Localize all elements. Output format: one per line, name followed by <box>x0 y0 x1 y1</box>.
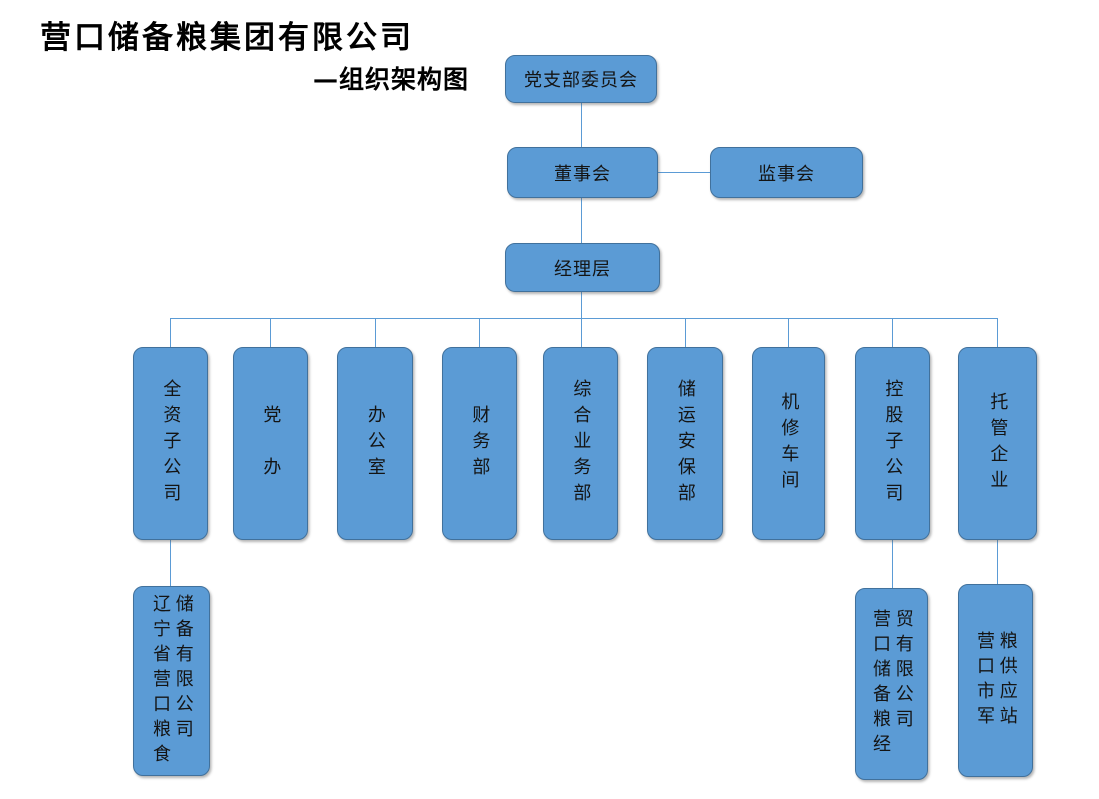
connector-line <box>685 318 686 347</box>
node-wholly-owned-subsidiary: 全资子公司 <box>133 347 208 540</box>
connector-line <box>170 540 171 586</box>
connector-line <box>892 540 893 588</box>
node-label: 党支部委员会 <box>524 70 638 91</box>
node-label: 董事会 <box>554 163 611 185</box>
node-general-office: 办公室 <box>337 347 413 540</box>
node-label-column: 贸有限公司 <box>892 609 914 734</box>
node-label-column: 营口储备粮经 <box>870 609 891 759</box>
connector-line <box>170 318 998 319</box>
node-yingkou-reserve-grain-trade-co: 营口储备粮经 贸有限公司 <box>855 588 928 780</box>
node-label-column: 营口市军 <box>974 630 995 731</box>
page-title: 营口储备粮集团有限公司 <box>40 20 414 56</box>
node-holding-subsidiary: 控股子公司 <box>855 347 930 540</box>
connector-line <box>997 318 998 347</box>
node-party-office: 党 办 <box>233 347 308 540</box>
node-label-column: 粮供应站 <box>996 630 1018 731</box>
connector-line <box>997 540 998 584</box>
node-label: 财务部 <box>469 404 491 483</box>
node-label: 党 办 <box>260 404 282 483</box>
node-machine-repair-workshop: 机修车间 <box>752 347 825 540</box>
connector-line <box>581 198 582 243</box>
node-board-of-supervisors: 监事会 <box>710 147 863 198</box>
node-label-column: 辽宁省营口粮食 <box>150 593 171 769</box>
connector-line <box>581 103 582 147</box>
connector-line <box>581 292 582 318</box>
node-board-of-directors: 董事会 <box>507 147 658 198</box>
node-storage-transport-security-department: 储运安保部 <box>647 347 723 540</box>
connector-line <box>170 318 171 347</box>
connector-line <box>375 318 376 347</box>
node-label: 储运安保部 <box>674 378 696 509</box>
node-label: 辽宁省营口粮食 储备有限公司 <box>150 593 194 769</box>
connector-line <box>270 318 271 347</box>
node-finance-department: 财务部 <box>442 347 517 540</box>
node-label: 监事会 <box>758 163 815 185</box>
node-label: 控股子公司 <box>882 378 904 509</box>
page-subtitle: —组织架构图 <box>313 65 470 94</box>
connector-line <box>788 318 789 347</box>
node-liaoning-yingkou-grain-reserve-co: 辽宁省营口粮食 储备有限公司 <box>133 586 210 776</box>
node-management-level: 经理层 <box>505 243 660 292</box>
node-label: 综合业务部 <box>570 378 592 509</box>
node-label: 办公室 <box>364 404 386 483</box>
node-party-branch-committee: 党支部委员会 <box>505 55 657 103</box>
node-comprehensive-business-department: 综合业务部 <box>543 347 618 540</box>
node-label: 营口市军 粮供应站 <box>974 630 1018 731</box>
node-label: 营口储备粮经 贸有限公司 <box>870 609 914 759</box>
connector-line <box>892 318 893 347</box>
node-label: 全资子公司 <box>160 378 182 509</box>
node-yingkou-military-grain-supply-station: 营口市军 粮供应站 <box>958 584 1033 777</box>
node-label: 托管企业 <box>987 391 1009 496</box>
connector-line <box>658 172 710 173</box>
node-label: 经理层 <box>554 258 611 280</box>
node-label: 机修车间 <box>778 391 800 496</box>
node-entrusted-enterprise: 托管企业 <box>958 347 1037 540</box>
connector-line <box>581 318 582 347</box>
connector-line <box>479 318 480 347</box>
node-label-column: 储备有限公司 <box>172 593 194 744</box>
